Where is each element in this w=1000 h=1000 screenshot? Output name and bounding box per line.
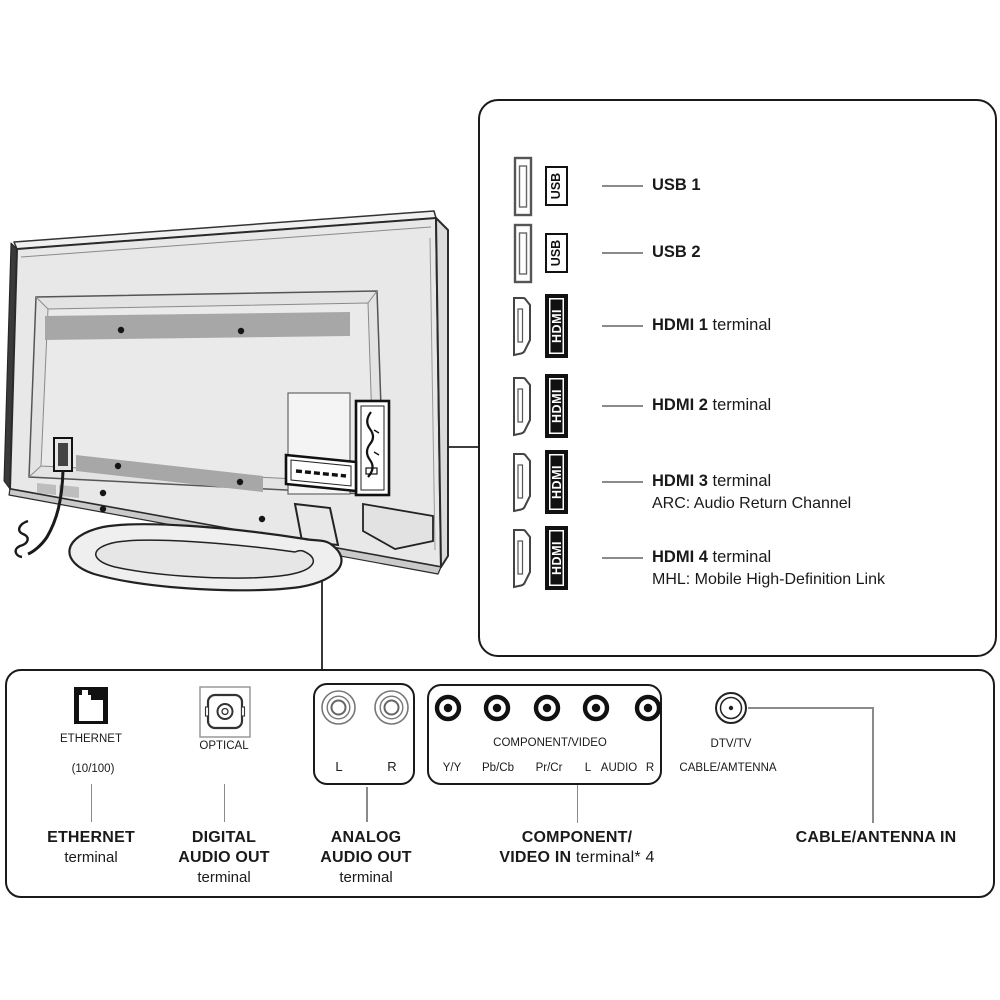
ethernet-name: ETHERNET xyxy=(47,829,135,846)
component-jack-label-prcr: Pr/Cr xyxy=(535,762,563,774)
callout-line-ethernet xyxy=(90,784,93,822)
antenna-port-label-1: DTV/TV xyxy=(710,738,752,750)
component-jack-label-pbcb: Pb/Cb xyxy=(482,762,514,774)
callout-line-analog xyxy=(366,787,368,822)
label-hdmi3: HDMI 3 terminal xyxy=(652,472,772,490)
component-jack-label-l: L xyxy=(584,762,592,774)
antenna-name: CABLE/ANTENNA IN xyxy=(795,829,957,846)
component-jacks-icon xyxy=(434,694,662,722)
analog-jack-left-label: L xyxy=(335,759,343,774)
usb-port-icon xyxy=(513,156,533,217)
hdmi-port-icon xyxy=(513,529,531,589)
hdmi-port-icon xyxy=(513,453,531,513)
label-hdmi4: HDMI 4 terminal xyxy=(652,548,772,566)
rca-jack-left-icon xyxy=(321,690,356,725)
hdmi-tag: HDMI xyxy=(545,294,568,358)
hdmi-tag: HDMI xyxy=(545,374,568,438)
bottom-terminal-strip xyxy=(284,453,358,493)
callout-line-optical xyxy=(223,784,226,822)
side-terminal-panel xyxy=(354,399,391,497)
callout-line-hdmi4 xyxy=(602,557,643,559)
callout-line-hdmi2 xyxy=(602,405,643,407)
callout-line-antenna-v xyxy=(872,707,874,823)
analog-jack-right-label: R xyxy=(387,759,397,774)
usb-tag: USB xyxy=(545,166,568,206)
component-jack-label-audio: AUDIO xyxy=(600,762,638,774)
digital-name-1: DIGITAL xyxy=(191,829,257,846)
optical-port-label: OPTICAL xyxy=(199,740,249,752)
vesa-strip-lower xyxy=(76,455,263,492)
callout-line-usb1 xyxy=(602,185,643,187)
callout-line-component xyxy=(576,785,579,823)
callout-line-hdmi1 xyxy=(602,325,643,327)
optical-port-icon xyxy=(199,686,251,738)
label-hdmi1: HDMI 1 terminal xyxy=(652,316,772,334)
hdmi-tag: HDMI xyxy=(545,450,568,514)
ethernet-name-sub: terminal xyxy=(64,849,118,866)
digital-name-sub: terminal xyxy=(197,869,251,886)
callout-line-hdmi3 xyxy=(602,481,643,483)
label-usb1: USB 1 xyxy=(652,176,701,194)
component-jack-label-yy: Y/Y xyxy=(442,762,462,774)
tv-stand xyxy=(68,502,434,592)
callout-line-antenna-h xyxy=(748,707,873,709)
hdmi-tag: HDMI xyxy=(545,526,568,590)
vent-marks xyxy=(37,483,79,498)
usb-port-icon xyxy=(513,223,533,284)
component-name-2: VIDEO IN terminal* 4 xyxy=(499,849,655,866)
power-cord xyxy=(14,437,73,559)
component-video-box xyxy=(427,684,662,785)
ethernet-jack-icon xyxy=(74,687,108,724)
component-jack-label-r: R xyxy=(645,762,655,774)
label-hdmi2: HDMI 2 terminal xyxy=(652,396,772,414)
ethernet-port-label: ETHERNET xyxy=(60,733,122,745)
hdmi-port-icon xyxy=(513,297,531,357)
stand-right-foot xyxy=(362,502,434,550)
component-name-1: COMPONENT/ xyxy=(521,829,633,846)
usb-tag: USB xyxy=(545,233,568,273)
digital-name-2: AUDIO OUT xyxy=(178,849,270,866)
coax-antenna-jack-icon xyxy=(715,692,747,724)
analog-name-2: AUDIO OUT xyxy=(320,849,412,866)
component-group-label: COMPONENT/VIDEO xyxy=(493,737,607,749)
vesa-strip-upper xyxy=(45,312,350,340)
analog-name-sub: terminal xyxy=(339,869,393,886)
antenna-port-label-2: CABLE/AMTENNA xyxy=(679,762,777,774)
ethernet-speed-label: (10/100) xyxy=(71,763,115,775)
callout-line-usb2 xyxy=(602,252,643,254)
label-usb2: USB 2 xyxy=(652,243,701,261)
sublabel-hdmi4: MHL: Mobile High-Definition Link xyxy=(652,571,885,588)
analog-name-1: ANALOG xyxy=(330,829,402,846)
hdmi-port-icon xyxy=(513,377,531,437)
rca-jack-right-icon xyxy=(374,690,409,725)
sublabel-hdmi3: ARC: Audio Return Channel xyxy=(652,495,852,512)
